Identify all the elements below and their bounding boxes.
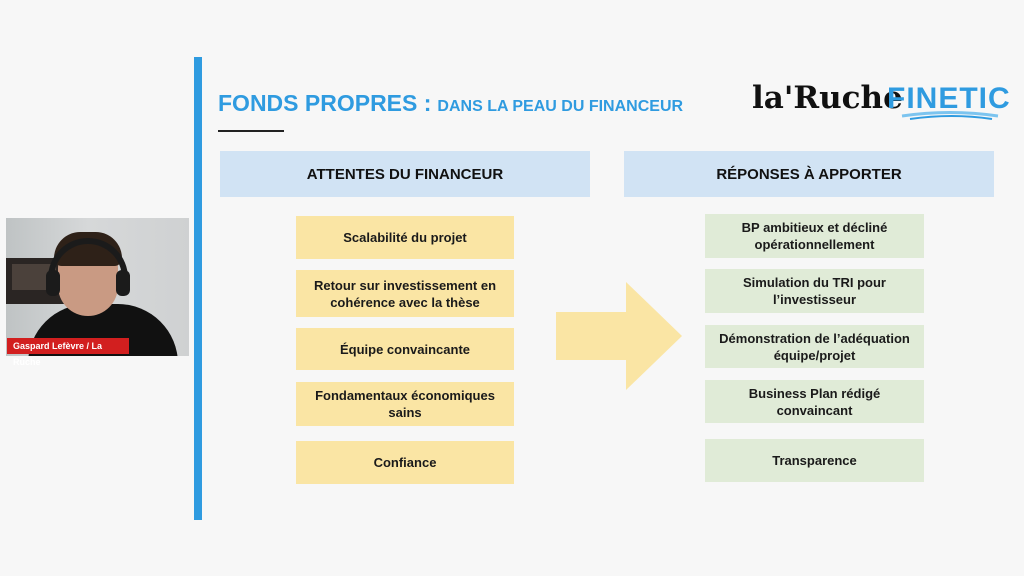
right-arrow-icon: [556, 282, 682, 390]
response-item: Business Plan rédigé convaincant: [705, 380, 924, 423]
expectation-item: Retour sur investissement en cohérence a…: [296, 270, 514, 317]
expectation-item: Confiance: [296, 441, 514, 484]
response-item: Démonstration de l’adéquation équipe/pro…: [705, 325, 924, 368]
slide-title: FONDS PROPRES : DANS LA PEAU DU FINANCEUR: [218, 90, 683, 117]
webcam-feed: [6, 218, 189, 356]
slide-title-sub: DANS LA PEAU DU FINANCEUR: [437, 98, 684, 115]
slide-title-main: FONDS PROPRES :: [218, 90, 432, 116]
headphone-earcup-left: [46, 270, 60, 296]
right-column-header: RÉPONSES À APPORTER: [624, 151, 994, 197]
expectation-item: Scalabilité du projet: [296, 216, 514, 259]
presenter-name-label: Gaspard Lefèvre / La Ruche: [7, 338, 129, 367]
response-item: BP ambitieux et décliné opérationnelleme…: [705, 214, 924, 258]
title-underline: [218, 130, 284, 132]
expectation-item: Fondamentaux économiques sains: [296, 382, 514, 426]
finetic-logo: FINETIC: [887, 82, 1011, 115]
response-item: Simulation du TRI pour l’investisseur: [705, 269, 924, 313]
headphones-icon: [48, 238, 128, 294]
response-item: Transparence: [705, 439, 924, 482]
slide-accent-bar: [194, 57, 202, 520]
finetic-swoosh-icon: [901, 111, 999, 120]
laruche-logo: la'Ruche: [752, 80, 903, 116]
left-column-header: ATTENTES DU FINANCEUR: [220, 151, 590, 197]
expectation-item: Équipe convaincante: [296, 328, 514, 370]
headphone-earcup-right: [116, 270, 130, 296]
